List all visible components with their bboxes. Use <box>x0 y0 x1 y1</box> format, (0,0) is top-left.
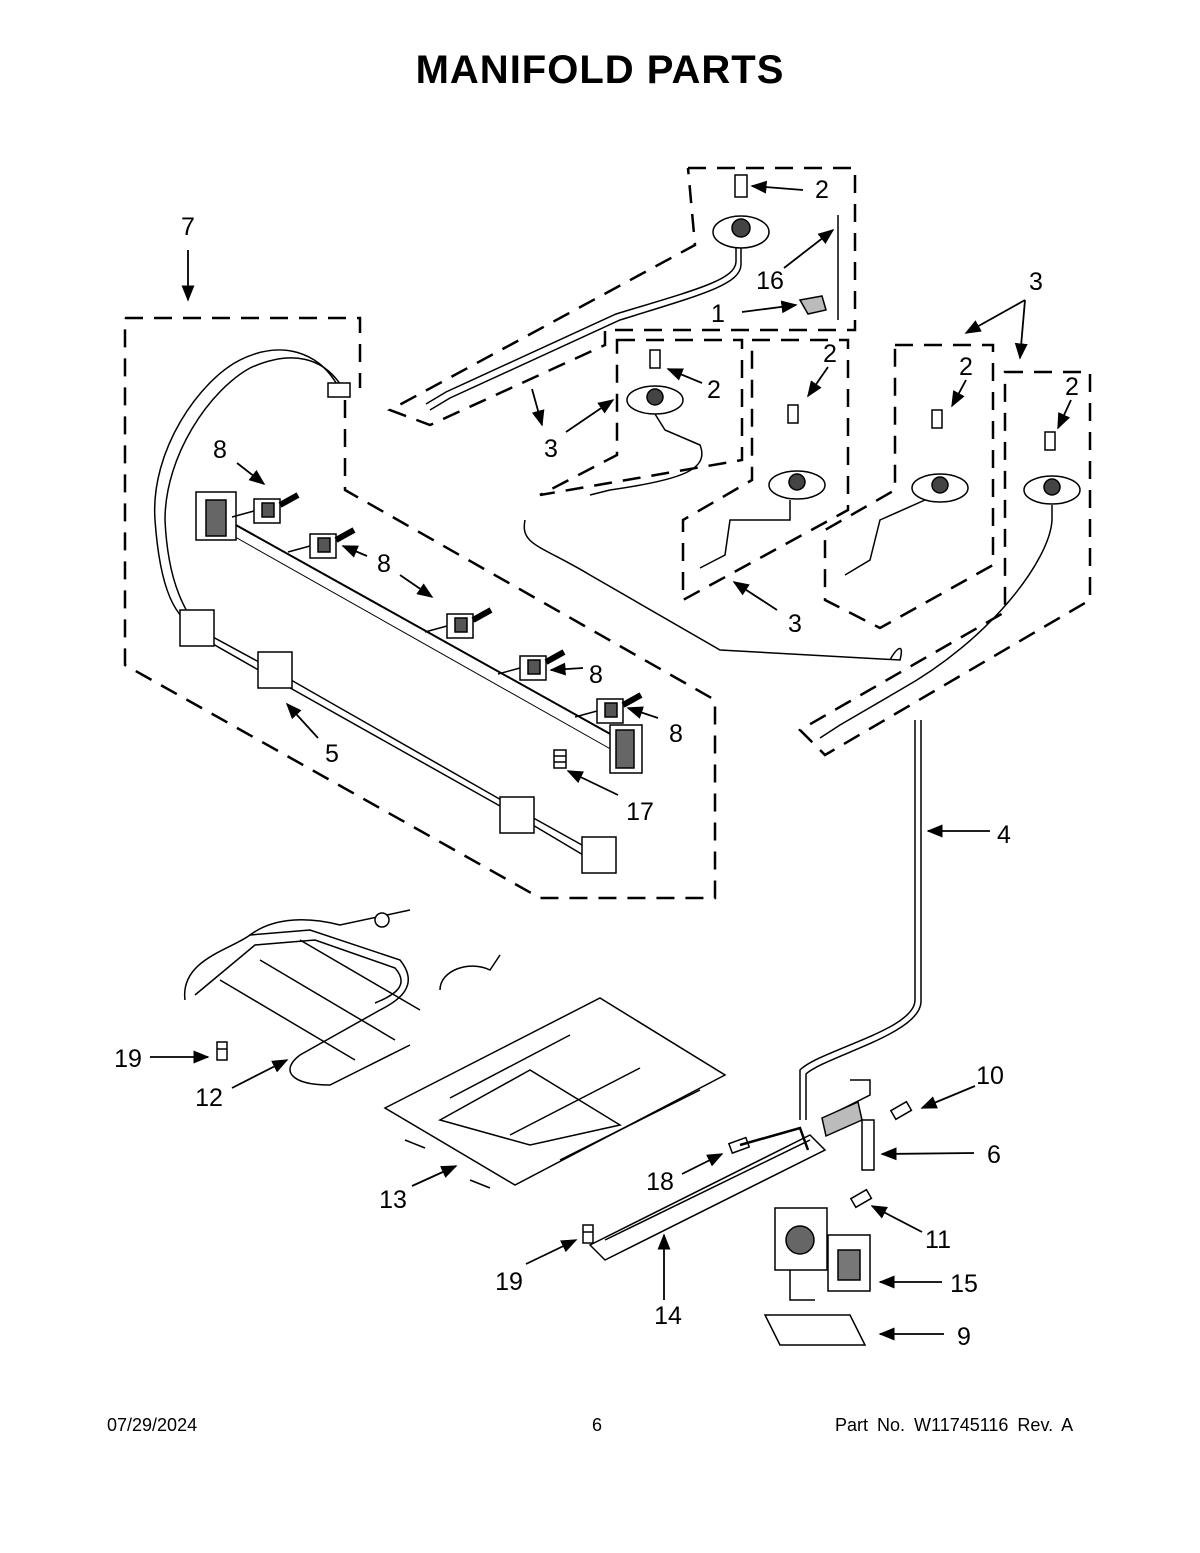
broil-burner-screw <box>216 1041 228 1061</box>
footer-page-number: 6 <box>592 1415 603 1435</box>
callout-17: 17 <box>626 798 654 826</box>
burner-valve <box>231 492 300 524</box>
igniter-screw <box>889 1100 913 1121</box>
callout-2: 2 <box>823 340 837 368</box>
callout-3: 3 <box>788 610 802 638</box>
callout-7: 7 <box>181 213 195 241</box>
callout-5: 5 <box>325 740 339 768</box>
page-title: MANIFOLD PARTS <box>415 48 785 92</box>
callout-6: 6 <box>987 1141 1001 1169</box>
leader-lines <box>150 180 1072 1341</box>
valve-bracket <box>763 1314 867 1346</box>
spark-module-block <box>179 609 215 647</box>
callout-15: 15 <box>950 1270 978 1298</box>
burner-tube-screw <box>727 1136 751 1155</box>
right-front-valve-box <box>823 343 995 630</box>
footer-part-number: Part No. W11745116 Rev. A <box>835 1415 1074 1435</box>
manifold-pipe <box>199 504 631 746</box>
broil-burner <box>184 929 411 1086</box>
callout-8: 8 <box>589 661 603 689</box>
callout-9: 9 <box>957 1323 971 1351</box>
callout-labels: 2 16 1 7 3 2 2 2 2 3 8 8 3 8 8 5 17 4 10… <box>114 176 1079 1351</box>
burner-valve <box>574 692 643 724</box>
manifold-screw <box>553 749 567 769</box>
center-front-valve-box <box>681 338 850 603</box>
right-rear-valve-box <box>797 370 1092 757</box>
broil-igniter <box>374 912 390 928</box>
bake-burner-screw <box>582 1224 594 1244</box>
oven-parts <box>184 720 922 1346</box>
callout-13: 13 <box>379 1186 407 1214</box>
callout-18: 18 <box>646 1168 674 1196</box>
callout-3: 3 <box>544 435 558 463</box>
top-burner-valves <box>425 174 1081 739</box>
callout-2: 2 <box>1065 373 1079 401</box>
group-boxes <box>123 166 1092 900</box>
callout-14: 14 <box>654 1302 682 1330</box>
callout-12: 12 <box>195 1084 223 1112</box>
callout-3: 3 <box>1029 268 1043 296</box>
oven-igniter <box>861 1119 875 1171</box>
orifice <box>734 174 748 198</box>
main-gas-tube <box>523 519 902 661</box>
gas-tube <box>429 248 742 411</box>
callout-19: 19 <box>495 1268 523 1296</box>
footer-date: 07/29/2024 <box>107 1415 198 1435</box>
thermocouple-clip <box>798 295 827 315</box>
callout-11: 11 <box>925 1226 951 1254</box>
burner-valve <box>424 607 493 639</box>
manifold-group-box <box>123 316 717 900</box>
left-rear-valve-box <box>386 166 857 427</box>
callout-8: 8 <box>669 720 683 748</box>
valve-screw <box>849 1188 873 1209</box>
orifice-holder <box>821 1100 863 1138</box>
callout-2: 2 <box>707 376 721 404</box>
igniter-harness-wire <box>153 349 601 856</box>
burner-valve <box>287 527 356 559</box>
callout-16: 16 <box>756 267 784 295</box>
burner-valve <box>497 649 566 681</box>
callout-2: 2 <box>815 176 829 204</box>
callout-8: 8 <box>213 436 227 464</box>
burner-baffle <box>383 997 727 1186</box>
callout-19: 19 <box>114 1045 142 1073</box>
center-rear-valve-box <box>539 338 744 497</box>
igniter-harness-connector <box>327 382 351 398</box>
callout-10: 10 <box>976 1062 1004 1090</box>
callout-2: 2 <box>959 353 973 381</box>
manifold-assembly <box>153 349 643 874</box>
callout-4: 4 <box>997 821 1011 849</box>
gas-supply-tube <box>799 720 916 1120</box>
callout-8: 8 <box>377 550 391 578</box>
bake-burner <box>588 1134 827 1261</box>
callout-1: 1 <box>711 300 725 328</box>
